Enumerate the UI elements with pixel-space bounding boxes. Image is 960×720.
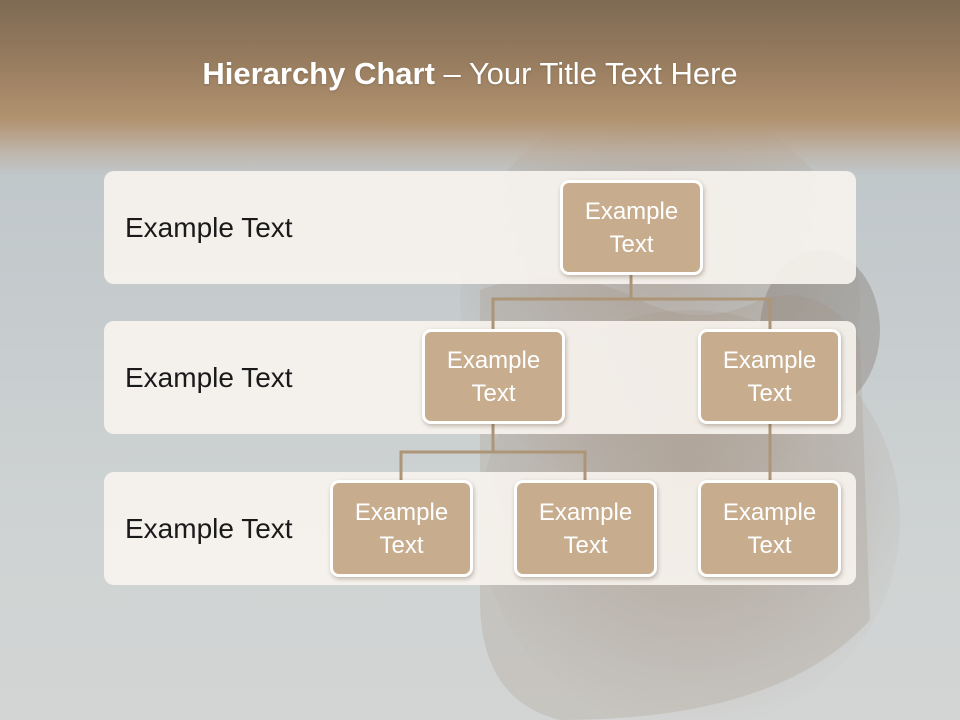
node-level2-left[interactable]: Example Text xyxy=(422,329,565,424)
node-level3-left-2-label: Example Text xyxy=(538,498,633,559)
level-label-3: Example Text xyxy=(125,513,293,544)
node-root-label: Example Text xyxy=(584,197,679,258)
level-band-1 xyxy=(104,171,856,284)
title-band xyxy=(0,0,960,175)
node-level2-right-label: Example Text xyxy=(722,346,817,407)
node-level3-right[interactable]: Example Text xyxy=(698,480,841,577)
node-level3-left-1[interactable]: Example Text xyxy=(330,480,473,577)
node-root[interactable]: Example Text xyxy=(560,180,703,275)
node-level2-left-label: Example Text xyxy=(446,346,541,407)
title-rest: – Your Title Text Here xyxy=(434,56,738,91)
connector-root-to-level-2 xyxy=(491,273,772,332)
level-label-2: Example Text xyxy=(125,362,293,393)
node-level2-right[interactable]: Example Text xyxy=(698,329,841,424)
node-level3-left-1-label: Example Text xyxy=(354,498,449,559)
connector-left-to-children xyxy=(399,420,587,483)
node-level3-left-2[interactable]: Example Text xyxy=(514,480,657,577)
level-label-1: Example Text xyxy=(125,212,293,243)
title-bold: Hierarchy Chart xyxy=(202,56,435,91)
slide-title: Hierarchy Chart – Your Title Text Here xyxy=(0,56,940,92)
node-level3-right-label: Example Text xyxy=(722,498,817,559)
